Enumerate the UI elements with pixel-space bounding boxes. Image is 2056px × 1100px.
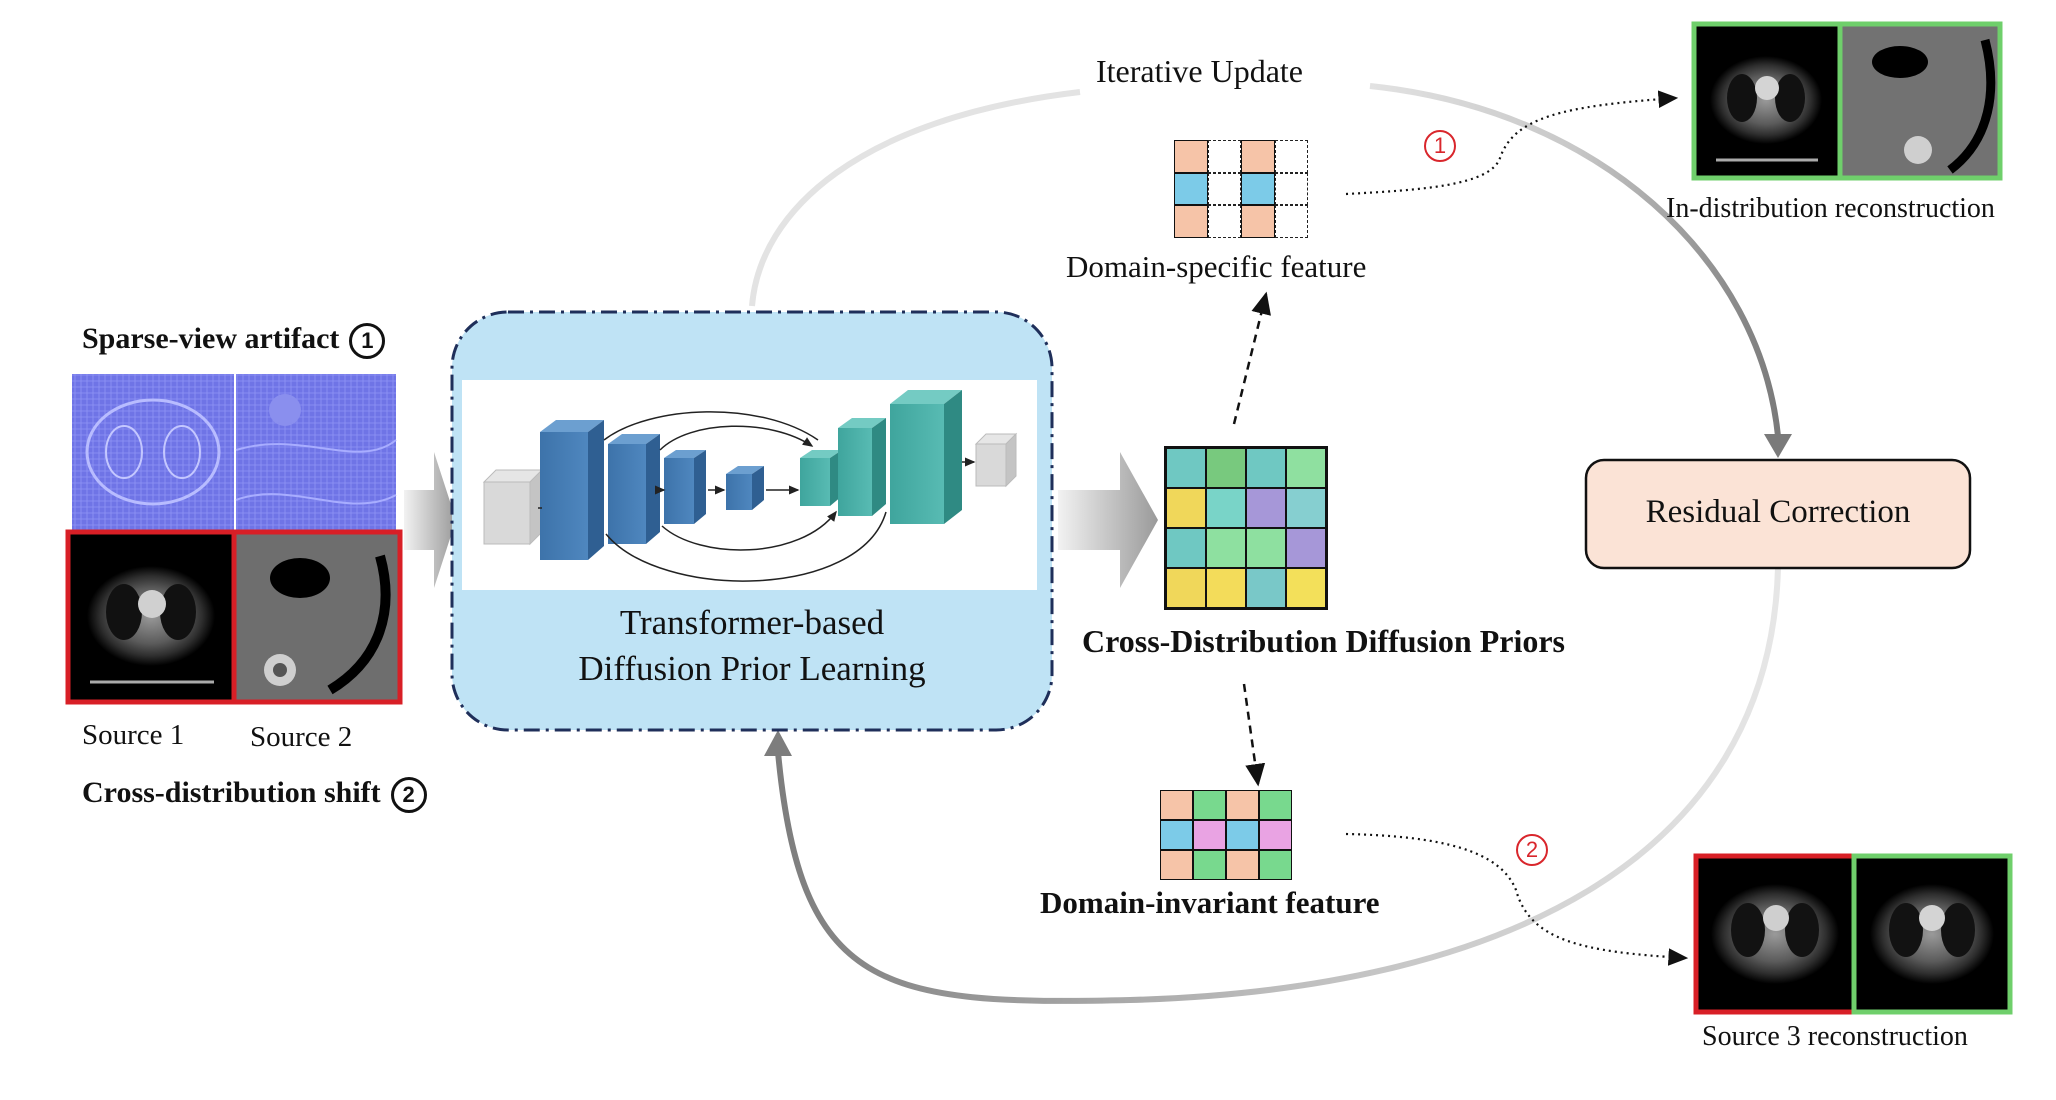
source3-images <box>1693 853 2013 1015</box>
grid-cell <box>1274 140 1308 173</box>
cross-priors-label: Cross-Distribution Diffusion Priors <box>1082 623 1565 659</box>
grid-cell <box>1193 820 1226 850</box>
grid-cell <box>1166 528 1206 568</box>
grid-cell <box>1207 172 1241 206</box>
grid-cell <box>1174 205 1208 238</box>
return-arrowhead-up <box>764 730 792 756</box>
grid-cell <box>1174 172 1208 206</box>
residual-correction-label: Residual Correction <box>1645 494 1911 530</box>
return-arc <box>775 567 1781 1004</box>
arc-arrowhead-down <box>1764 434 1792 458</box>
marker-1-icon: 1 <box>349 323 386 360</box>
domain-specific-label: Domain-specific feature <box>1066 249 1367 284</box>
dotted-to-source3 <box>1345 832 1689 966</box>
residual-correction-box <box>1584 458 1972 570</box>
grid-cell <box>1226 820 1259 850</box>
grid-cell <box>1246 448 1286 488</box>
source2-label: Source 2 <box>250 721 353 753</box>
grid-cell <box>1174 140 1208 173</box>
red-marker-2-icon: 2 <box>1516 834 1548 866</box>
in-distribution-label: In-distribution reconstruction <box>1666 193 1995 224</box>
grid-cell <box>1206 568 1246 608</box>
grid-cell <box>1241 140 1275 173</box>
red-marker-1-icon: 1 <box>1424 130 1456 162</box>
grid-cell <box>1241 172 1275 206</box>
grid-cell <box>1286 448 1326 488</box>
iterative-arc-right <box>1369 83 1781 437</box>
sparse-image-1 <box>72 374 234 536</box>
arrow-to-domain-specific <box>1232 291 1271 425</box>
input-arrow <box>404 452 456 588</box>
grid-cell <box>1166 488 1206 528</box>
grid-cell <box>1193 790 1226 820</box>
grid-cell <box>1226 790 1259 820</box>
sparse-view-images <box>72 374 397 536</box>
grid-cell <box>1207 205 1241 238</box>
grid-cell <box>1160 820 1193 850</box>
source1-label: Source 1 <box>82 719 185 751</box>
iterative-arc-left <box>749 89 1081 307</box>
in-distribution-images <box>1691 21 2003 181</box>
unet-network <box>482 390 1018 582</box>
transformer-title-line1: Transformer-based <box>619 603 885 642</box>
arrow-to-domain-invariant <box>1242 683 1266 787</box>
sparse-image-2 <box>236 374 396 536</box>
grid-cell <box>1206 448 1246 488</box>
grid-cell <box>1259 790 1292 820</box>
cross-distribution-prior-grid <box>1164 446 1328 610</box>
grid-cell <box>1206 528 1246 568</box>
grid-cell <box>1160 790 1193 820</box>
domain-invariant-label: Domain-invariant feature <box>1040 885 1380 920</box>
source-ct-images <box>65 529 403 705</box>
grid-cell <box>1259 820 1292 850</box>
grid-cell <box>1166 568 1206 608</box>
grid-cell <box>1160 850 1193 880</box>
grid-cell <box>1274 172 1308 206</box>
domain-invariant-feature-grid <box>1160 790 1292 880</box>
domain-specific-feature-grid <box>1174 140 1308 238</box>
grid-cell <box>1193 850 1226 880</box>
grid-cell <box>1274 205 1308 238</box>
grid-cell <box>1166 448 1206 488</box>
grid-cell <box>1241 205 1275 238</box>
grid-cell <box>1207 140 1241 173</box>
grid-cell <box>1286 488 1326 528</box>
grid-cell <box>1206 488 1246 528</box>
source3-label: Source 3 reconstruction <box>1702 1021 1968 1052</box>
grid-cell <box>1286 568 1326 608</box>
grid-cell <box>1246 568 1286 608</box>
grid-cell <box>1226 850 1259 880</box>
output-arrow <box>1058 452 1158 588</box>
grid-cell <box>1286 528 1326 568</box>
grid-cell <box>1246 528 1286 568</box>
transformer-title-line2: Diffusion Prior Learning <box>578 649 926 688</box>
grid-cell <box>1246 488 1286 528</box>
iterative-update-label: Iterative Update <box>1096 53 1303 89</box>
dotted-to-in-distribution <box>1345 90 1679 196</box>
grid-cell <box>1259 850 1292 880</box>
marker-2-icon: 2 <box>390 777 427 814</box>
